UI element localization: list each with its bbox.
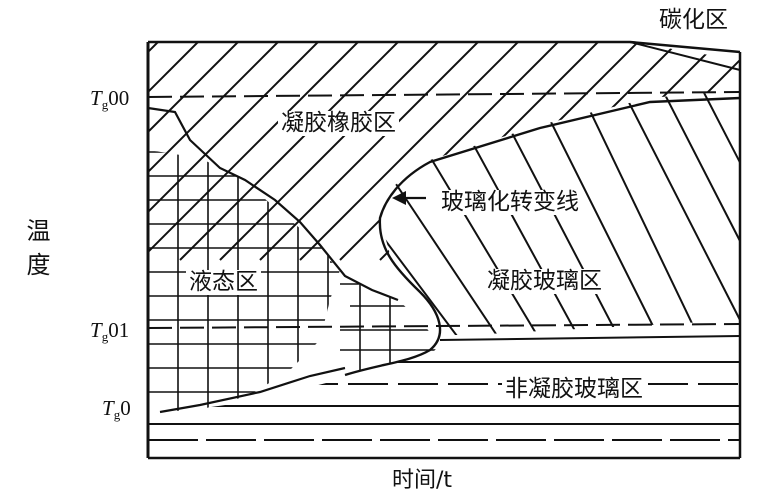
gel-rubber-region-label: 凝胶橡胶区 — [278, 111, 399, 136]
y-tick-tg01: Tg01 — [90, 318, 130, 344]
gel-glass-lower-boundary — [439, 335, 741, 341]
y-tick-tg00: Tg00 — [90, 86, 130, 112]
carbonization-region-label: 碳化区 — [659, 7, 728, 33]
transition-line-label: 玻璃化转变线 — [438, 190, 582, 215]
liquid-region-label: 液态区 — [186, 270, 261, 295]
x-axis-label: 时间/t — [392, 468, 453, 493]
carbonization-boundary — [629, 41, 741, 71]
gel-glass-region-label: 凝胶玻璃区 — [484, 269, 605, 294]
tg00-line — [147, 91, 741, 98]
y-axis-label: 温度 — [22, 218, 50, 286]
non-gel-glass-region-label: 非凝胶玻璃区 — [502, 377, 646, 402]
tg01-line — [147, 323, 741, 329]
gel-glass-hatching — [380, 90, 740, 335]
gel-rubber-hatching — [148, 42, 740, 261]
transition-wedge-hatching — [330, 250, 440, 370]
glass-transition-curve — [344, 96, 741, 377]
y-tick-tg0: Tg0 — [102, 396, 131, 422]
gel-rubber-liquid-boundary — [147, 106, 399, 302]
transition-line-arrow — [392, 191, 426, 205]
non-gel-glass-hatching — [148, 361, 740, 441]
liquid-glass-boundary — [159, 366, 346, 414]
